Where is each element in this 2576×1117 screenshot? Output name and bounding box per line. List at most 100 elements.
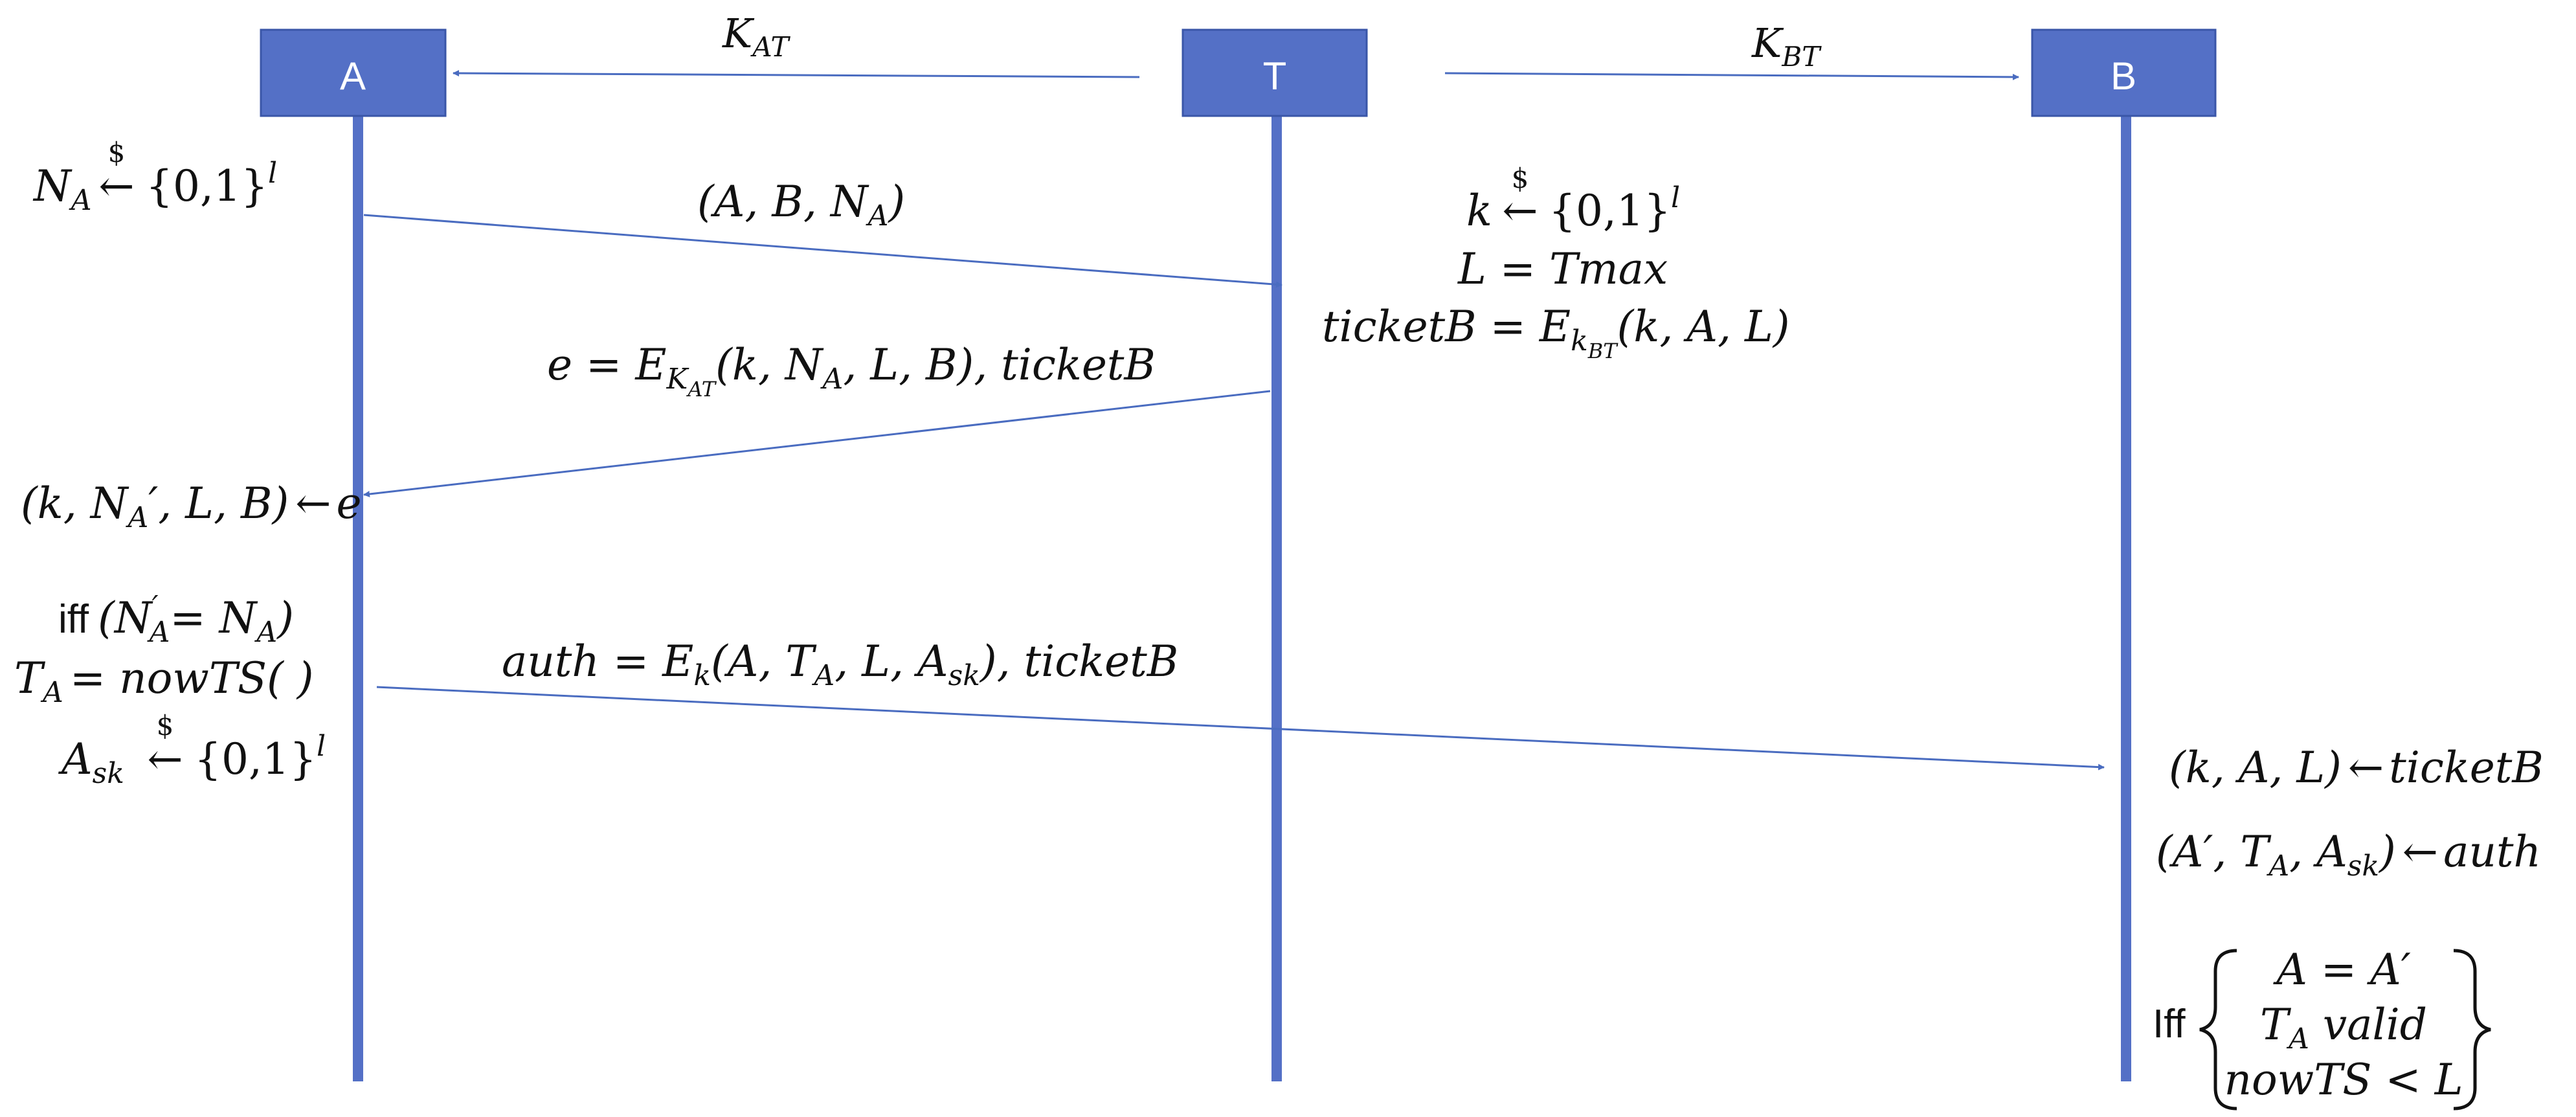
t-ticket-lhs: ticketB = E bbox=[1322, 302, 1571, 352]
b-iff-cond2-rest: valid bbox=[2309, 1000, 2427, 1050]
a-ask-sup: l bbox=[317, 730, 326, 763]
kat-main: K bbox=[722, 10, 755, 57]
a-ask-rhs: {0,1}l bbox=[194, 730, 326, 784]
msg1-part: (A, B, N bbox=[697, 177, 869, 227]
a-ask-sub: sk bbox=[93, 757, 124, 790]
arrow-msg2 bbox=[363, 390, 1271, 497]
b-auth-sub: sk bbox=[2347, 850, 2379, 883]
entity-b: B bbox=[2031, 28, 2217, 117]
msg2-part: (k, N bbox=[715, 340, 824, 390]
msg3-label: auth = Ek(A, TA, L, Ask), ticketB bbox=[502, 637, 1178, 692]
a-nonce-sup: l bbox=[268, 157, 277, 190]
b-iff-cond2-t: T bbox=[2260, 1000, 2292, 1050]
step-b-auth: (A′, TA, Ask)←auth bbox=[2156, 827, 2541, 883]
step-a-ts: TA= nowTS( ) bbox=[14, 653, 314, 709]
b-ticket-arrow: ← bbox=[2348, 743, 2384, 793]
key-label-kbt: KBT bbox=[1751, 19, 1822, 73]
a-ask-lhs: Ask bbox=[58, 734, 124, 790]
a-iff-prime: ′ bbox=[152, 590, 159, 623]
a-nonce-n: N bbox=[32, 161, 73, 211]
a-iff-sub: A bbox=[147, 616, 170, 649]
a-nonce-set: {0,1} bbox=[146, 161, 268, 211]
step-a-ask: Ask $ ← {0,1}l bbox=[58, 710, 326, 790]
msg1-label: (A, B, NA) bbox=[697, 177, 905, 232]
key-label-kat: KAT bbox=[722, 10, 790, 63]
a-ts-sub: A bbox=[40, 676, 63, 709]
b-ticket-lhs: (k, A, L) bbox=[2169, 743, 2342, 793]
step-a-iff: iff(N′A= NA) bbox=[58, 590, 294, 649]
a-decrypt-sub: A bbox=[125, 501, 148, 534]
t-ticket-subsub: BT bbox=[1587, 339, 1619, 363]
msg3-sub: sk bbox=[948, 659, 980, 692]
t-k-set: {0,1} bbox=[1549, 186, 1671, 236]
msg3-part: , L, A bbox=[834, 637, 948, 686]
a-ask-arrow: ← bbox=[147, 734, 183, 784]
entity-a: A bbox=[260, 28, 447, 117]
msg1-sub: A bbox=[866, 199, 889, 232]
a-decrypt-e: e bbox=[337, 479, 362, 528]
msg3-sub: k bbox=[693, 659, 711, 692]
b-auth-part: ) bbox=[2378, 827, 2396, 877]
a-ts-rhs: = nowTS( ) bbox=[70, 653, 314, 703]
step-t-k: k $ ← {0,1}l bbox=[1466, 163, 1680, 236]
msg2-label: e = EKAT(k, NA, L, B), ticketB bbox=[547, 340, 1156, 401]
b-ticket-rhs: ticketB bbox=[2389, 743, 2544, 793]
step-a-decrypt: (k, NA′, L, B)←e bbox=[21, 479, 362, 534]
msg3-part: (A, T bbox=[711, 637, 817, 686]
t-k-rhs: {0,1}l bbox=[1549, 181, 1680, 236]
entity-a-label: A bbox=[340, 54, 366, 98]
right-brace bbox=[2453, 949, 2491, 1111]
a-nonce-sub: A bbox=[69, 184, 92, 217]
step-b-ticket: (k, A, L)←ticketB bbox=[2169, 743, 2544, 793]
a-nonce-lhs: NA bbox=[32, 161, 92, 217]
arrow-kat bbox=[453, 70, 1140, 78]
a-decrypt-part: ′, L, B) bbox=[148, 479, 289, 528]
b-iff-cond1: A = A′ bbox=[2272, 945, 2411, 995]
b-iff-cond2-sub: A bbox=[2286, 1022, 2309, 1055]
step-b-iff: Iff A = A′ TA valid nowTS < L bbox=[2153, 945, 2491, 1111]
msg2-part: e = E bbox=[547, 340, 667, 390]
b-auth-arrow: ← bbox=[2402, 827, 2438, 877]
t-ticket-sub: k bbox=[1571, 324, 1588, 357]
t-ticket-rhs: (k, A, L) bbox=[1617, 302, 1790, 352]
b-iff-cond2: TA valid bbox=[2260, 1000, 2427, 1055]
b-auth-part: (A′, T bbox=[2156, 827, 2272, 877]
step-t-l: L = Tmax bbox=[1457, 244, 1668, 294]
kbt-sub: BT bbox=[1781, 41, 1822, 73]
t-k-dollar: $ bbox=[1512, 163, 1529, 194]
arrow-msg3 bbox=[376, 686, 2105, 771]
t-k-sup: l bbox=[1671, 181, 1680, 214]
kbt-main: K bbox=[1751, 19, 1784, 67]
b-iff-word: Iff bbox=[2153, 1002, 2186, 1046]
a-decrypt-arrow: ← bbox=[295, 479, 331, 528]
entity-b-label: B bbox=[2111, 54, 2136, 98]
msg2-subsub: AT bbox=[686, 377, 717, 401]
a-nonce-dollar: $ bbox=[108, 137, 126, 168]
msg3-part: auth = E bbox=[502, 637, 693, 686]
a-ask-a: A bbox=[58, 734, 93, 784]
msg1-part: ) bbox=[887, 177, 905, 227]
a-decrypt-part: (k, N bbox=[21, 479, 129, 528]
a-nonce-arrow: ← bbox=[98, 161, 134, 211]
msg2-sub: K bbox=[666, 363, 689, 396]
b-auth-rhs: auth bbox=[2443, 827, 2541, 877]
b-auth-sub: A bbox=[2266, 850, 2289, 883]
arrow-msg1 bbox=[363, 214, 1282, 288]
left-brace bbox=[2199, 949, 2237, 1111]
step-t-ticket: ticketB = EkBT(k, A, L) bbox=[1322, 302, 1790, 363]
msg2-sub: A bbox=[820, 363, 844, 396]
a-iff-part: (N bbox=[98, 593, 153, 643]
a-ts-t: T bbox=[14, 653, 46, 703]
b-iff-cond3: nowTS < L bbox=[2224, 1055, 2463, 1105]
msg3-part: ), ticketB bbox=[979, 637, 1178, 686]
msg3-sub: A bbox=[811, 659, 834, 692]
a-iff-word: iff bbox=[58, 597, 89, 642]
a-ask-dollar: $ bbox=[157, 710, 174, 741]
t-k-arrow: ← bbox=[1502, 186, 1538, 236]
entity-t-label: T bbox=[1263, 54, 1287, 98]
a-iff-sub: A bbox=[254, 616, 277, 649]
a-nonce-rhs: {0,1}l bbox=[146, 157, 277, 211]
arrow-kbt bbox=[1444, 72, 2019, 80]
